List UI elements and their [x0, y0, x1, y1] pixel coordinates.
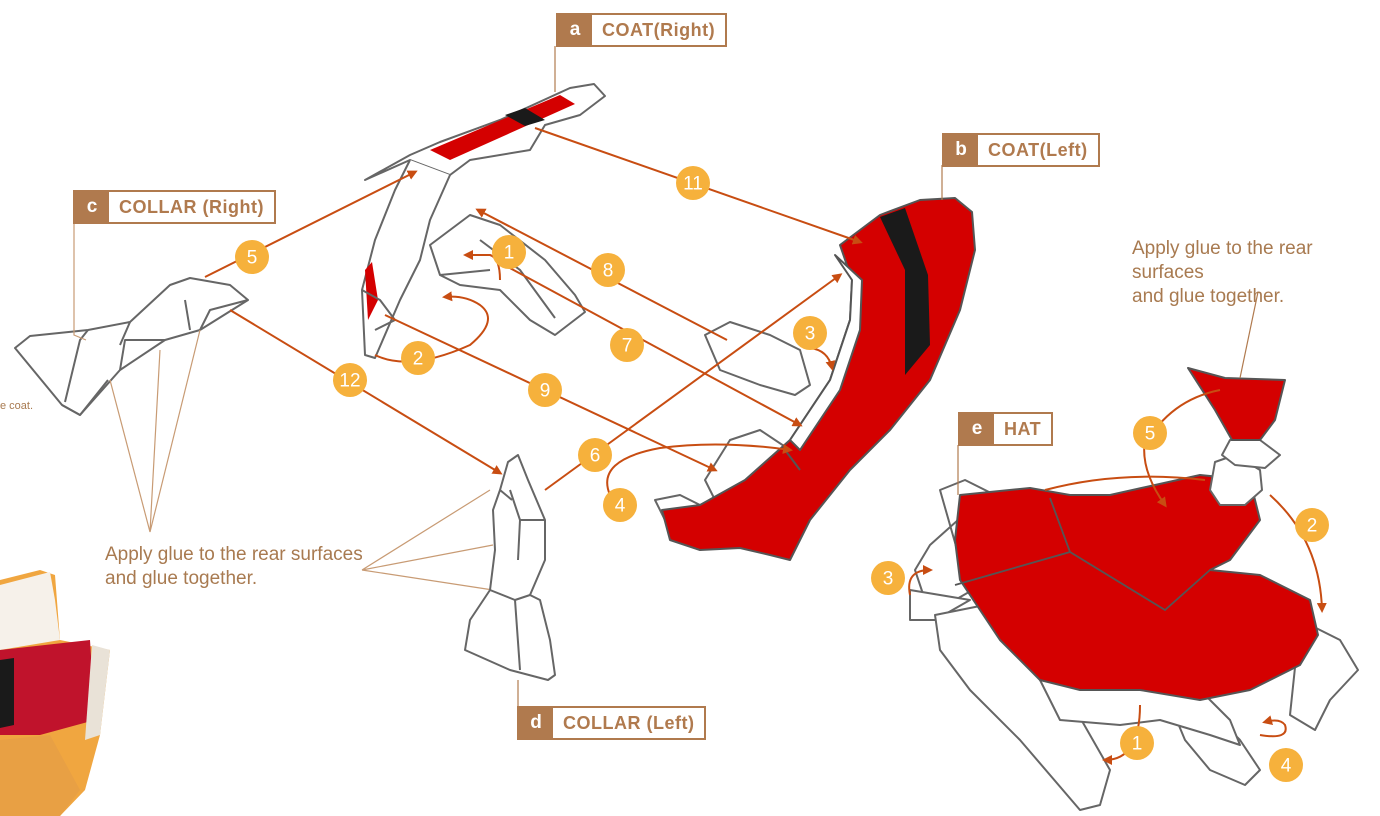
- svg-text:4: 4: [1281, 756, 1292, 777]
- label-name: COLLAR (Right): [109, 192, 274, 222]
- step-badge-11: 11: [676, 166, 710, 200]
- label-collar-left: d COLLAR (Left): [517, 706, 706, 740]
- coat-left-part: [655, 198, 975, 560]
- hat-glue-note-line2: and glue together.: [1132, 285, 1380, 309]
- svg-text:3: 3: [805, 324, 816, 345]
- label-letter: e: [960, 414, 994, 444]
- label-letter: c: [75, 192, 109, 222]
- step-badge-9: 9: [528, 373, 562, 407]
- svg-text:5: 5: [247, 248, 258, 269]
- svg-text:6: 6: [590, 446, 601, 467]
- svg-text:2: 2: [413, 349, 424, 370]
- collar-right-callouts: [74, 224, 493, 590]
- clipped-note: e coat.: [0, 400, 33, 412]
- collar-glue-note-line1: Apply glue to the rear surfaces: [105, 543, 363, 567]
- collar-glue-note-line2: and glue together.: [105, 567, 363, 591]
- svg-text:5: 5: [1145, 424, 1156, 445]
- step-badge-2: 2: [401, 341, 435, 375]
- svg-text:12: 12: [339, 371, 360, 392]
- step-badge-12: 12: [333, 363, 367, 397]
- step-badge-3: 3: [793, 316, 827, 350]
- label-coat-right: a COAT(Right): [556, 13, 727, 47]
- label-letter: a: [558, 15, 592, 45]
- svg-text:4: 4: [615, 496, 626, 517]
- hat-glue-note-line1: Apply glue to the rear surfaces: [1132, 237, 1380, 285]
- photo-fragment: [0, 570, 110, 816]
- coat-right-part: [362, 84, 605, 358]
- step-badge-7: 7: [610, 328, 644, 362]
- hat-step-badge-4: 4: [1269, 748, 1303, 782]
- hat-step-badge-5: 5: [1133, 416, 1167, 450]
- svg-text:8: 8: [603, 261, 614, 282]
- label-letter: b: [944, 135, 978, 165]
- collar-right-part: [15, 278, 248, 415]
- label-name: COLLAR (Left): [553, 708, 704, 738]
- step-badge-1: 1: [492, 235, 526, 269]
- svg-text:9: 9: [540, 381, 551, 402]
- collar-left-part: [465, 455, 555, 680]
- label-name: HAT: [994, 414, 1051, 444]
- hat-step-badge-3: 3: [871, 561, 905, 595]
- svg-text:1: 1: [504, 243, 515, 264]
- svg-text:3: 3: [883, 569, 894, 590]
- svg-text:1: 1: [1132, 734, 1143, 755]
- hat-step-badge-2: 2: [1295, 508, 1329, 542]
- svg-text:2: 2: [1307, 516, 1318, 537]
- step-badge-5: 5: [235, 240, 269, 274]
- svg-text:7: 7: [622, 336, 633, 357]
- label-hat: e HAT: [958, 412, 1053, 446]
- label-name: COAT(Right): [592, 15, 725, 45]
- step-badge-6: 6: [578, 438, 612, 472]
- label-collar-right: c COLLAR (Right): [73, 190, 276, 224]
- step-badge-4: 4: [603, 488, 637, 522]
- step-badge-8: 8: [591, 253, 625, 287]
- hat-glue-note: Apply glue to the rear surfaces and glue…: [1132, 237, 1380, 309]
- svg-text:11: 11: [683, 174, 703, 195]
- collar-glue-note: Apply glue to the rear surfaces and glue…: [105, 543, 363, 591]
- label-coat-left: b COAT(Left): [942, 133, 1100, 167]
- label-letter: d: [519, 708, 553, 738]
- hat-arrow-4: [1260, 721, 1286, 737]
- label-name: COAT(Left): [978, 135, 1098, 165]
- hat-step-badge-1: 1: [1120, 726, 1154, 760]
- arrow-3: [810, 348, 832, 368]
